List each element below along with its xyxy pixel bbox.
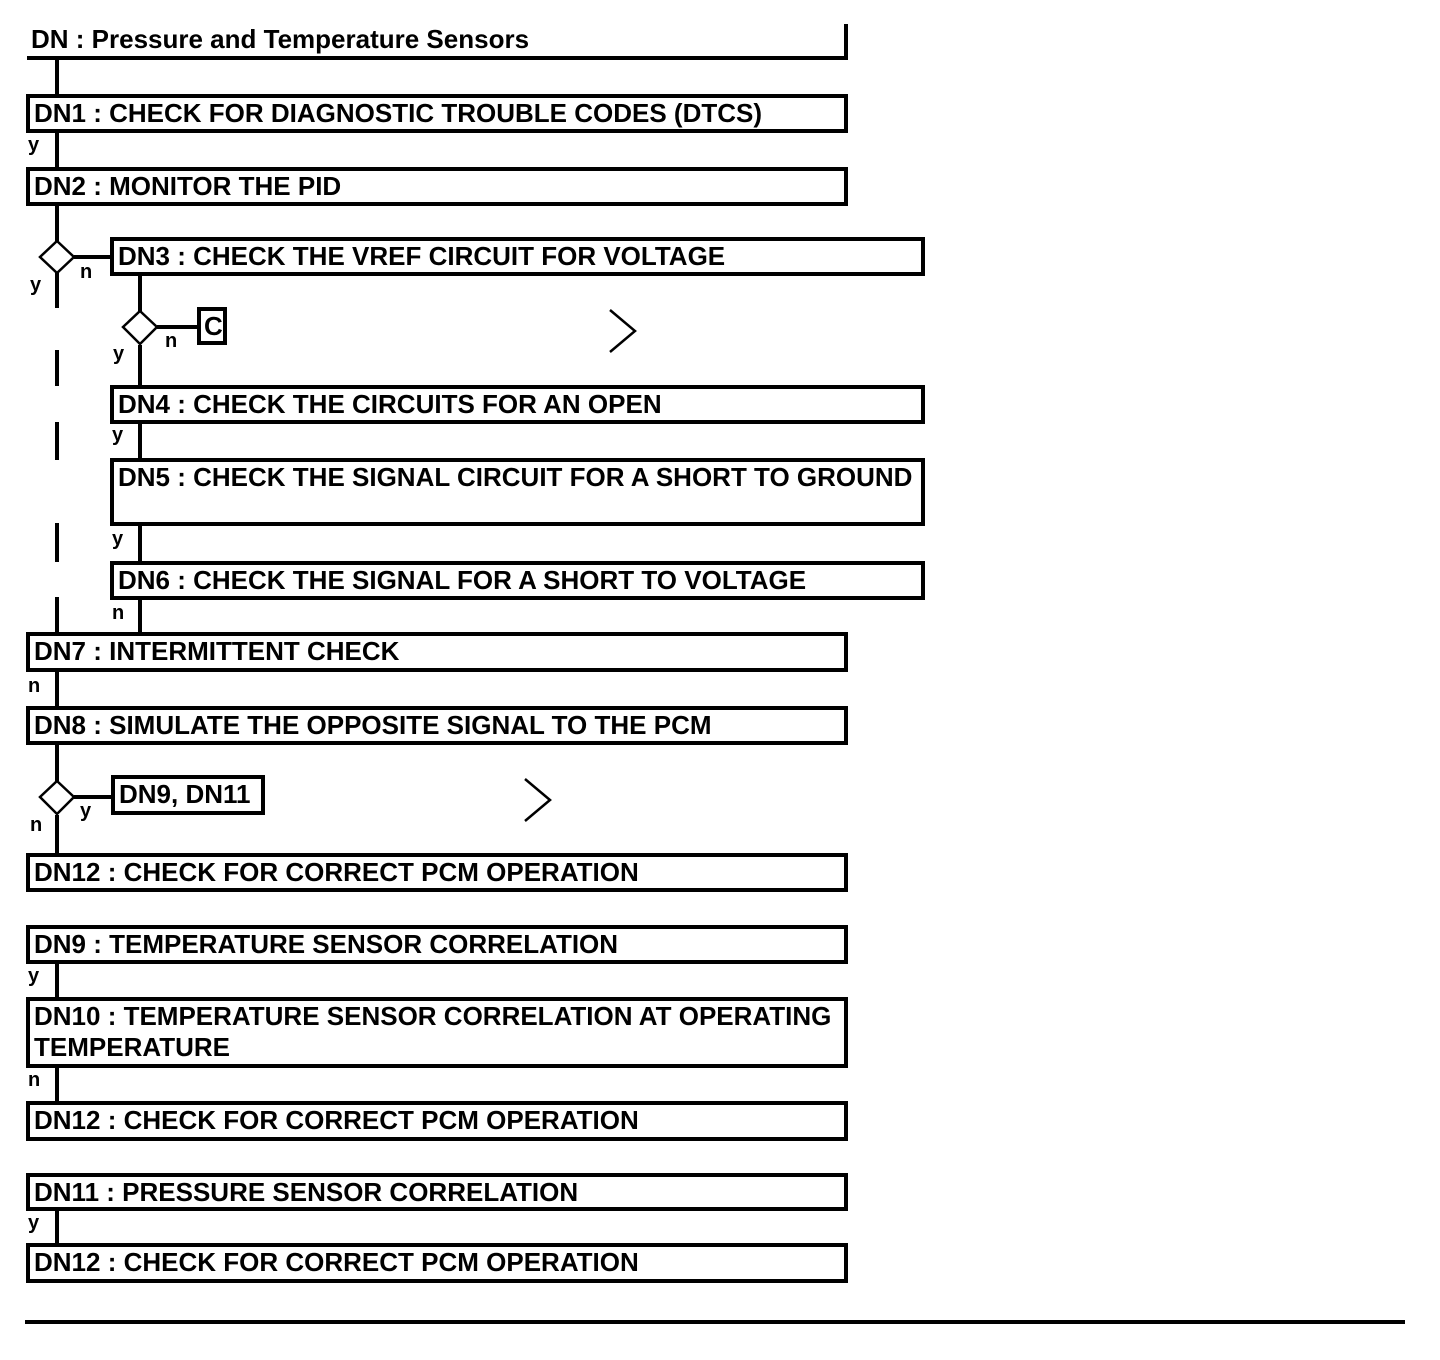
step-dn9: DN9 : TEMPERATURE SENSOR CORRELATION	[26, 925, 848, 964]
branch-label-yes: y	[30, 274, 42, 296]
branch-label-no: n	[80, 261, 93, 283]
step-dn6: DN6 : CHECK THE SIGNAL FOR A SHORT TO VO…	[110, 561, 925, 600]
decision-diamond-2	[121, 309, 159, 346]
step-dn7: DN7 : INTERMITTENT CHECK	[26, 632, 848, 672]
step-dn11: DN11 : PRESSURE SENSOR CORRELATION	[26, 1173, 848, 1211]
branch-label-yes: y	[80, 800, 92, 822]
step-dn12-a: DN12 : CHECK FOR CORRECT PCM OPERATION	[26, 853, 848, 892]
diagram-title: DN : Pressure and Temperature Sensors	[27, 24, 848, 60]
branch-label-no: n	[30, 814, 43, 836]
step-dn4: DN4 : CHECK THE CIRCUITS FOR AN OPEN	[110, 385, 925, 424]
branch-label-yes: y	[112, 424, 124, 446]
branch-label-yes: y	[28, 134, 40, 156]
step-dn12-b: DN12 : CHECK FOR CORRECT PCM OPERATION	[26, 1101, 848, 1141]
step-dn5: DN5 : CHECK THE SIGNAL CIRCUIT FOR A SHO…	[110, 458, 925, 526]
step-dn2: DN2 : MONITOR THE PID	[26, 167, 848, 206]
decision-diamond-3	[38, 779, 76, 816]
step-dn1: DN1 : CHECK FOR DIAGNOSTIC TROUBLE CODES…	[26, 94, 848, 133]
branch-label-yes: y	[28, 1212, 40, 1234]
branch-label-yes: y	[113, 343, 125, 365]
branch-label-no: n	[28, 675, 41, 697]
branch-label-yes: y	[112, 528, 124, 550]
chevron-right-icon	[524, 778, 552, 822]
step-dn9-dn11: DN9, DN11	[111, 775, 265, 815]
step-c: C	[197, 307, 227, 345]
branch-label-yes: y	[28, 965, 40, 987]
step-dn10: DN10 : TEMPERATURE SENSOR CORRELATION AT…	[26, 997, 848, 1068]
chevron-right-icon	[609, 309, 637, 353]
branch-label-no: n	[112, 602, 125, 624]
step-dn12-c: DN12 : CHECK FOR CORRECT PCM OPERATION	[26, 1243, 848, 1283]
decision-diamond-1	[38, 239, 76, 275]
branch-label-no: n	[28, 1069, 41, 1091]
step-dn8: DN8 : SIMULATE THE OPPOSITE SIGNAL TO TH…	[26, 706, 848, 745]
step-dn3: DN3 : CHECK THE VREF CIRCUIT FOR VOLTAGE	[110, 237, 925, 276]
branch-label-no: n	[165, 330, 178, 352]
